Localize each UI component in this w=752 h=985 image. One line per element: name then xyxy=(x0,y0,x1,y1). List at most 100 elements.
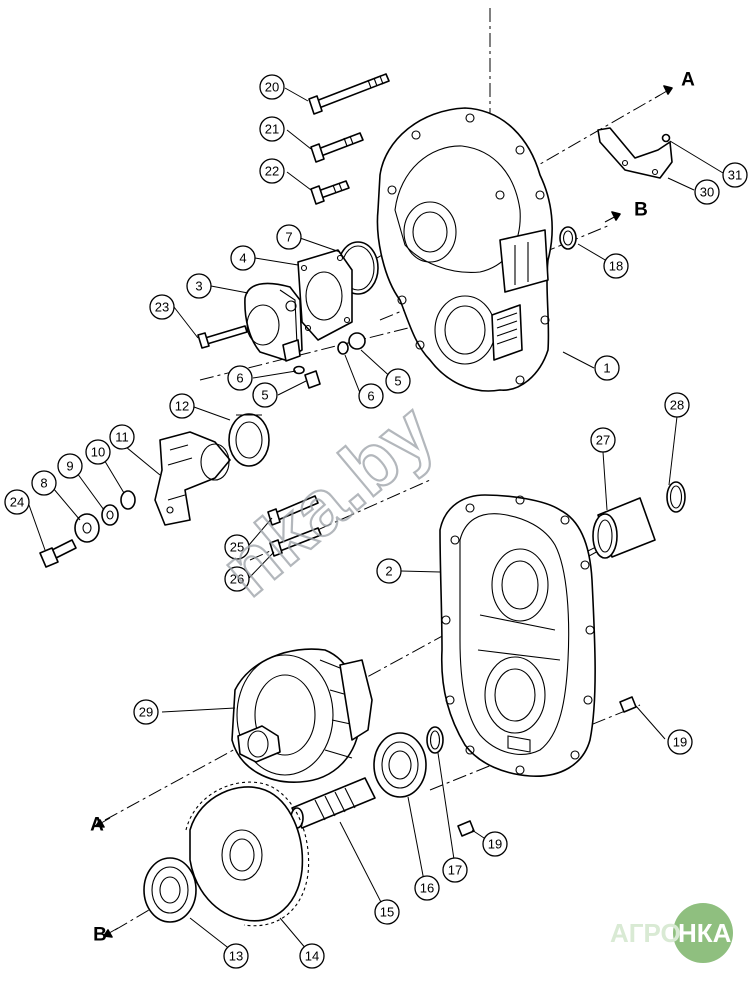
callout-10: 10 xyxy=(85,439,111,465)
callout-30: 30 xyxy=(694,179,720,205)
axis-label-a-top: A xyxy=(681,70,695,91)
callout-15: 15 xyxy=(374,899,400,925)
bolt-26 xyxy=(269,527,322,557)
logo-text-right: НКА xyxy=(678,918,732,948)
svg-text:29: 29 xyxy=(139,705,153,720)
axis-label-a-bottom: A xyxy=(90,815,104,836)
svg-text:30: 30 xyxy=(700,185,714,200)
svg-text:16: 16 xyxy=(420,881,434,896)
svg-text:15: 15 xyxy=(380,905,394,920)
svg-text:8: 8 xyxy=(40,476,47,491)
leader-lines xyxy=(28,87,724,951)
snap-ring-17 xyxy=(426,726,444,754)
callout-7: 7 xyxy=(276,224,302,250)
plug-5-left xyxy=(304,370,321,389)
pin-19-right xyxy=(619,696,637,713)
svg-text:6: 6 xyxy=(236,371,243,386)
axis-markers: A A B B xyxy=(90,70,695,946)
callout-4: 4 xyxy=(230,245,256,271)
bolt-21 xyxy=(310,132,364,163)
callout-1: 1 xyxy=(594,355,620,381)
callout-23: 23 xyxy=(149,294,175,320)
svg-text:23: 23 xyxy=(155,300,169,315)
svg-text:22: 22 xyxy=(265,164,279,179)
logo-ring xyxy=(673,903,733,963)
housing-cover-1 xyxy=(376,107,553,392)
gasket-4 xyxy=(297,249,353,341)
svg-text:7: 7 xyxy=(285,230,292,245)
callout-8: 8 xyxy=(31,470,57,496)
callout-18: 18 xyxy=(603,253,629,279)
callout-25: 25 xyxy=(224,534,250,560)
svg-text:24: 24 xyxy=(10,495,24,510)
callout-19-lower: 19 xyxy=(482,831,508,857)
axis-label-b-bottom: B xyxy=(93,925,107,946)
svg-text:31: 31 xyxy=(728,168,742,183)
svg-text:19: 19 xyxy=(673,735,687,750)
housing-case-2 xyxy=(439,494,596,777)
callout-14: 14 xyxy=(299,943,325,969)
snap-ring-18 xyxy=(559,226,577,250)
svg-text:17: 17 xyxy=(448,863,462,878)
svg-text:6: 6 xyxy=(367,389,374,404)
washer-6-left xyxy=(293,365,305,375)
callout-27: 27 xyxy=(590,427,616,453)
svg-text:19: 19 xyxy=(488,837,502,852)
bolt-25 xyxy=(267,495,319,526)
callout-19-right: 19 xyxy=(667,729,693,755)
callout-24: 24 xyxy=(4,489,30,515)
bearing-27 xyxy=(592,497,656,559)
callout-22: 22 xyxy=(259,158,285,184)
axis-label-b-top: B xyxy=(634,200,648,221)
washer-8 xyxy=(74,513,100,543)
callout-9: 9 xyxy=(57,453,83,479)
bearing-16 xyxy=(373,732,427,798)
svg-text:10: 10 xyxy=(91,445,105,460)
callout-2: 2 xyxy=(376,558,402,584)
svg-text:2: 2 xyxy=(385,564,392,579)
svg-text:26: 26 xyxy=(230,572,244,587)
clutch-pack-29 xyxy=(231,648,373,783)
callout-5-right: 5 xyxy=(385,368,411,394)
svg-text:1: 1 xyxy=(603,361,610,376)
svg-text:27: 27 xyxy=(596,433,610,448)
svg-text:13: 13 xyxy=(229,949,243,964)
svg-text:12: 12 xyxy=(175,399,189,414)
callouts: 1 2 3 4 5 5 6 6 7 8 9 10 11 12 13 14 15 … xyxy=(4,74,748,969)
callout-6-left: 6 xyxy=(227,365,253,391)
callout-29: 29 xyxy=(133,699,159,725)
plate-30 xyxy=(597,127,673,179)
bolt-24 xyxy=(39,539,77,568)
bearing-13 xyxy=(143,857,197,923)
svg-text:25: 25 xyxy=(230,540,244,555)
svg-text:5: 5 xyxy=(394,374,401,389)
callout-28: 28 xyxy=(664,392,690,418)
callout-16: 16 xyxy=(414,875,440,901)
shaft-15 xyxy=(290,777,376,829)
svg-text:20: 20 xyxy=(265,80,279,95)
agronka-logo: АГРО НКА xyxy=(610,903,733,963)
pump-3 xyxy=(244,282,303,362)
seal-12 xyxy=(228,413,270,467)
callout-31: 31 xyxy=(722,162,748,188)
callout-12: 12 xyxy=(169,393,195,419)
plug-5-right xyxy=(348,332,366,350)
bolt-22 xyxy=(310,180,350,205)
pin-19-lower xyxy=(457,820,475,837)
o-ring-10 xyxy=(120,490,136,510)
callout-20: 20 xyxy=(259,74,285,100)
callout-5-left: 5 xyxy=(252,382,278,408)
svg-text:14: 14 xyxy=(305,949,319,964)
logo-text-left: АГРО xyxy=(610,918,681,948)
gear-14 xyxy=(185,781,310,927)
washer-6-right xyxy=(337,341,349,355)
svg-text:28: 28 xyxy=(670,398,684,413)
washer-9 xyxy=(101,504,119,526)
bolt-20 xyxy=(308,73,390,115)
callout-3: 3 xyxy=(186,273,212,299)
callout-11: 11 xyxy=(109,424,135,450)
callout-26: 26 xyxy=(224,566,250,592)
svg-text:21: 21 xyxy=(265,122,279,137)
svg-text:3: 3 xyxy=(195,279,202,294)
